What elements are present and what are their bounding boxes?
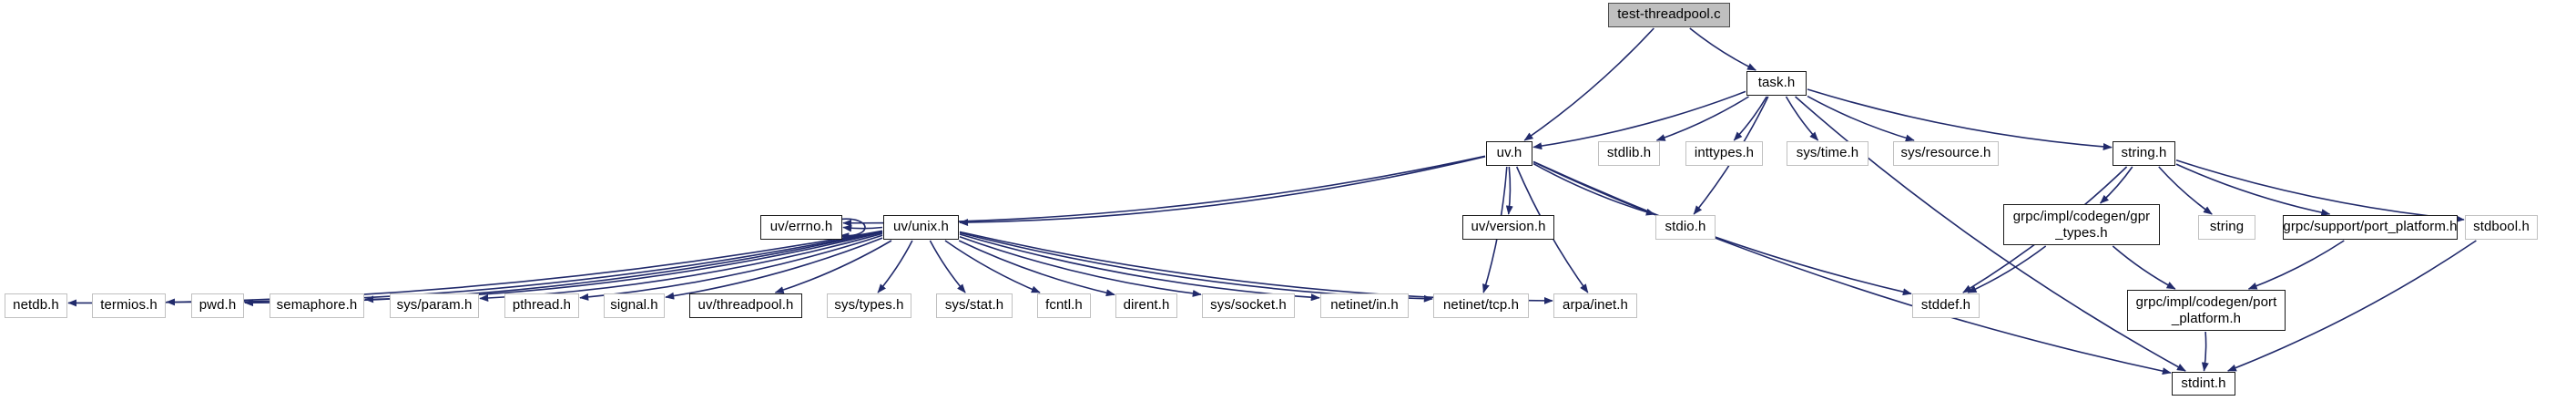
graph-node-arpa-inet-h[interactable]: arpa/inet.h [1553, 293, 1637, 318]
graph-node-termios-h[interactable]: termios.h [92, 293, 166, 318]
graph-edge [2112, 245, 2176, 290]
graph-node-string-h[interactable]: string.h [2113, 141, 2175, 166]
graph-node-inttypes-h[interactable]: inttypes.h [1685, 141, 1763, 166]
graph-node-uv-unix-h[interactable]: uv/unix.h [883, 215, 959, 240]
graph-edge [2201, 331, 2209, 372]
graph-node-grpc-impl-codegen-port-platform-h[interactable]: grpc/impl/codegen/port _platform.h [2127, 290, 2286, 331]
graph-edge [959, 156, 1486, 227]
graph-edge [1807, 88, 2113, 150]
graph-node-uv-h[interactable]: uv.h [1486, 141, 1532, 166]
graph-node-stdint-h[interactable]: stdint.h [2172, 372, 2235, 396]
graph-edge [1505, 166, 1513, 215]
graph-edge [842, 155, 1486, 227]
graph-node-pwd-h[interactable]: pwd.h [191, 293, 244, 318]
graph-edge [1532, 90, 1746, 150]
graph-edge [1795, 96, 2186, 372]
graph-edge [2175, 159, 2465, 223]
graph-node-stdlib-h[interactable]: stdlib.h [1598, 141, 1660, 166]
graph-edge [579, 234, 883, 301]
graph-edge [1655, 96, 1749, 141]
graph-edge [67, 230, 883, 307]
edge-path-group [67, 27, 2477, 375]
graph-node-dirent-h[interactable]: dirent.h [1115, 293, 1177, 318]
graph-edge [929, 240, 966, 293]
graph-node-sys-time-h[interactable]: sys/time.h [1787, 141, 1868, 166]
graph-edge [2158, 166, 2213, 215]
graph-node-uv-version-h[interactable]: uv/version.h [1462, 215, 1554, 240]
graph-node-uv-threadpool-h[interactable]: uv/threadpool.h [689, 293, 802, 318]
graph-edge [1532, 160, 1912, 296]
graph-edge [1807, 95, 1915, 142]
graph-node-stddef-h[interactable]: stddef.h [1912, 293, 1980, 318]
graph-node-uv-errno-h[interactable]: uv/errno.h [760, 215, 842, 240]
graph-edge [2247, 240, 2345, 290]
graph-edge [959, 231, 1553, 304]
graph-node-grpc-support-port-platform-h[interactable]: grpc/support/port_platform.h [2283, 215, 2458, 240]
graph-node-string[interactable]: string [2198, 215, 2255, 240]
graph-edge [1733, 96, 1767, 141]
graph-node-sys-stat-h[interactable]: sys/stat.h [936, 293, 1013, 318]
graph-edge [840, 218, 866, 241]
graph-edge [1689, 27, 1756, 71]
graph-edge [665, 237, 883, 300]
graph-edge [774, 240, 892, 293]
graph-node-stdio-h[interactable]: stdio.h [1655, 215, 1716, 240]
graph-node-netinet-in-h[interactable]: netinet/in.h [1320, 293, 1409, 318]
graph-node-test-threadpool-c[interactable]: test-threadpool.c [1608, 3, 1730, 27]
graph-node-sys-param-h[interactable]: sys/param.h [390, 293, 479, 318]
graph-node-grpc-impl-codegen-gpr-types-h[interactable]: grpc/impl/codegen/gpr _types.h [2003, 204, 2160, 245]
graph-edge [1785, 96, 1819, 141]
graph-node-netdb-h[interactable]: netdb.h [5, 293, 67, 318]
graph-node-signal-h[interactable]: signal.h [604, 293, 665, 318]
graph-node-semaphore-h[interactable]: semaphore.h [270, 293, 364, 318]
graph-node-sys-resource-h[interactable]: sys/resource.h [1893, 141, 1999, 166]
graph-edge [958, 240, 1115, 297]
graph-node-sys-socket-h[interactable]: sys/socket.h [1202, 293, 1295, 318]
graph-edge [842, 224, 883, 232]
graph-edge [1532, 160, 2172, 375]
graph-node-task-h[interactable]: task.h [1746, 71, 1807, 96]
graph-edge [2100, 166, 2133, 204]
graph-edge [2226, 240, 2477, 372]
graph-edge [2175, 163, 2331, 217]
graph-edge [1967, 245, 2047, 293]
graph-edge [877, 240, 913, 293]
graph-node-pthread-h[interactable]: pthread.h [504, 293, 579, 318]
graph-edge [1523, 27, 1655, 141]
graph-node-fcntl-h[interactable]: fcntl.h [1037, 293, 1091, 318]
graph-edge [959, 235, 1202, 297]
graph-node-netinet-tcp-h[interactable]: netinet/tcp.h [1433, 293, 1529, 318]
graph-node-sys-types-h[interactable]: sys/types.h [827, 293, 911, 318]
graph-edge [944, 240, 1041, 293]
graph-node-stdbool-h[interactable]: stdbool.h [2465, 215, 2538, 240]
graph-edge [1532, 162, 1655, 216]
